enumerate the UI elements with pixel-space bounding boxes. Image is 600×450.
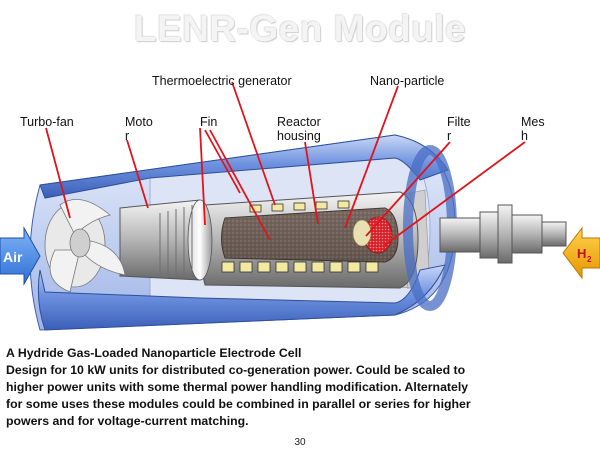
description-line: powers and for voltage-current matching. [6, 414, 249, 428]
description-line: Design for 10 kW units for distributed c… [6, 363, 466, 377]
description-heading: A Hydride Gas-Loaded Nanoparticle Electr… [6, 346, 302, 360]
label-filter: Filte r [447, 115, 471, 143]
label-motor-line1: Moto [125, 115, 153, 129]
label-mesh-line1: Mes [521, 115, 545, 129]
slide-title: LENR-Gen Module [133, 8, 467, 49]
label-motor-line2: r [125, 129, 130, 143]
label-filter-line2: r [447, 129, 452, 143]
label-motor: Moto r [125, 115, 153, 143]
description-block: A Hydride Gas-Loaded Nanoparticle Electr… [6, 345, 594, 430]
air-label: Air [3, 249, 23, 265]
label-thermoelectric-generator: Thermoelectric generator [152, 74, 292, 88]
description-line: for some uses these modules could be com… [6, 397, 471, 411]
h2-inlet-fitting [439, 204, 567, 264]
label-reactor-line2: housing [277, 129, 321, 143]
label-reactor-housing: Reactor housing [277, 115, 321, 143]
description-line: higher power units with some thermal pow… [6, 380, 469, 394]
page-number: 30 [294, 437, 306, 448]
thermoelectric-elements [221, 200, 379, 273]
label-nano-particle: Nano-particle [370, 74, 445, 88]
h2-arrow [562, 226, 600, 280]
h2-subscript: 2 [587, 255, 592, 264]
label-filter-line1: Filte [447, 115, 471, 129]
label-fin: Fin [200, 115, 218, 129]
turbo-fan [44, 198, 126, 293]
label-mesh: Mes h [521, 115, 545, 143]
label-mesh-line2: h [521, 129, 528, 143]
label-reactor-line1: Reactor [277, 115, 321, 129]
nanoparticle-filter [352, 219, 372, 247]
housing-front-upper [39, 134, 449, 199]
motor-fins [159, 205, 193, 279]
leader-lines [45, 81, 526, 246]
air-arrow [0, 226, 41, 286]
label-turbo-fan: Turbo-fan [20, 115, 74, 129]
h2-label: H [577, 246, 586, 261]
housing-front-lower [37, 264, 446, 331]
